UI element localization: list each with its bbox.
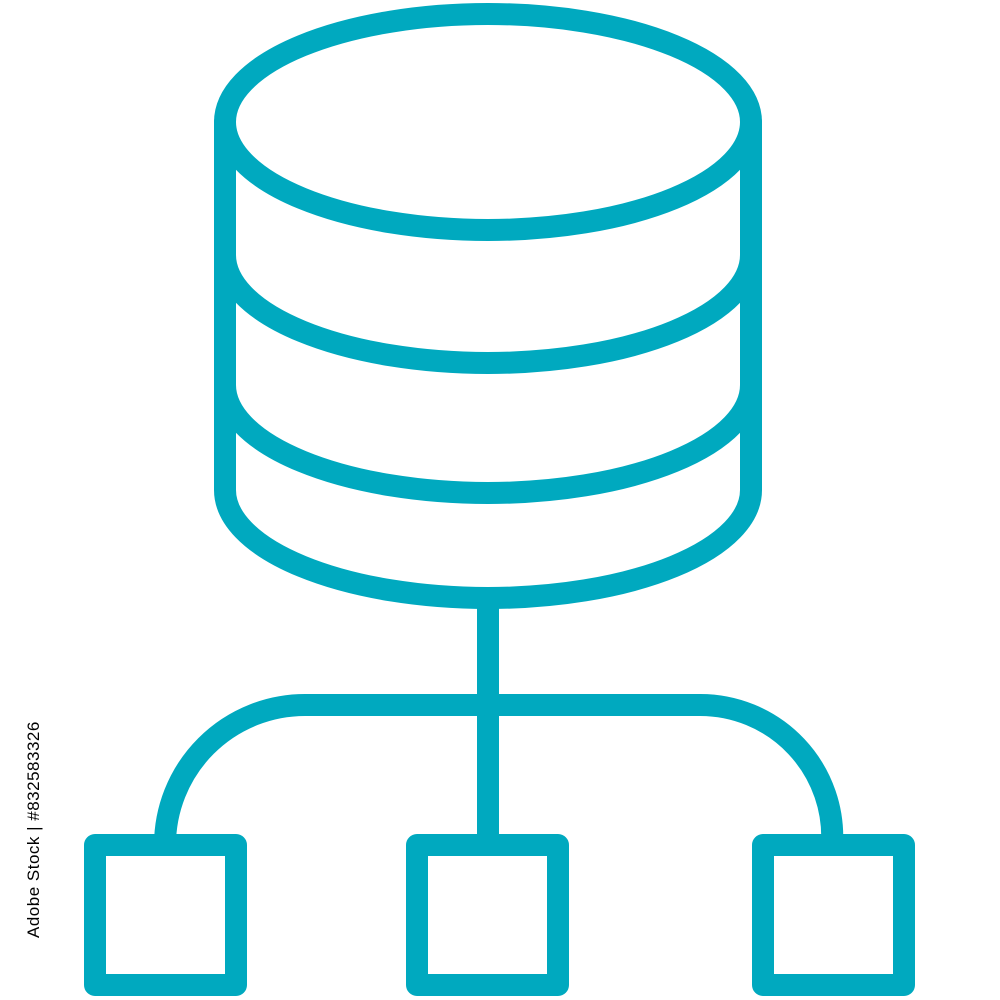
database-top <box>214 3 762 241</box>
right-branch <box>477 693 844 856</box>
network-nodes <box>84 834 915 996</box>
database-cylinder-icon <box>214 3 762 609</box>
node-right <box>752 834 915 996</box>
database-layer-1 <box>214 111 762 374</box>
stock-id-label: Adobe Stock | #832583326 <box>24 721 43 938</box>
left-branch <box>154 694 499 856</box>
node-center <box>406 834 569 996</box>
database-layer-2 <box>214 244 762 504</box>
network-connectors <box>154 589 844 856</box>
node-left <box>84 834 247 996</box>
